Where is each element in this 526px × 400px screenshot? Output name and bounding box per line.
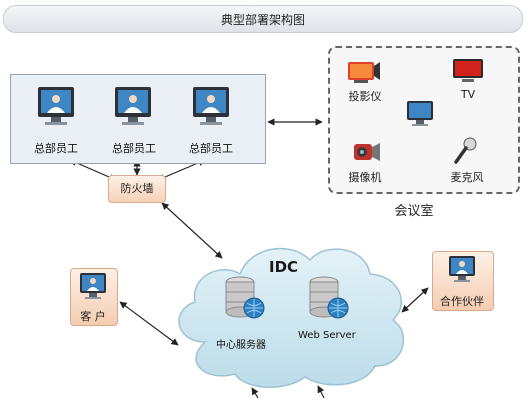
camera-label: 摄像机 bbox=[348, 171, 382, 184]
partner-monitor-icon bbox=[449, 256, 475, 282]
projector-icon bbox=[348, 62, 380, 83]
employee-monitor-icon-2 bbox=[115, 87, 151, 125]
central-server-label: 中心服务器 bbox=[216, 340, 266, 351]
employee-monitor-icon-3 bbox=[193, 87, 229, 125]
web-server-icon bbox=[309, 276, 349, 319]
conference-room-label: 会议室 bbox=[394, 204, 434, 219]
tv-label: TV bbox=[460, 88, 476, 101]
arrow-customer-idc bbox=[119, 301, 179, 346]
partner-label: 合作伙伴 bbox=[440, 295, 484, 308]
microphone-icon bbox=[454, 137, 477, 164]
employee-label-3: 总部员工 bbox=[189, 142, 233, 155]
customer-monitor-icon bbox=[80, 273, 106, 299]
arrow-firewall-idc bbox=[161, 202, 223, 259]
central-server-icon bbox=[225, 276, 265, 319]
employee-label-2: 总部员工 bbox=[112, 142, 156, 155]
camera-icon bbox=[354, 143, 380, 161]
microphone-label: 麦克风 bbox=[450, 171, 484, 184]
idc-cloud-shape bbox=[178, 247, 405, 388]
diagram-title: 典型部署架构图 bbox=[220, 13, 305, 27]
arrow-bottom-1 bbox=[251, 387, 259, 399]
arrow-bottom-2 bbox=[317, 385, 325, 399]
employee-label-1: 总部员工 bbox=[34, 142, 78, 155]
customer-label: 客 户 bbox=[80, 310, 106, 323]
hub-monitor-icon bbox=[407, 101, 433, 126]
employee-monitor-icon-1 bbox=[38, 87, 74, 125]
title-bar bbox=[3, 5, 523, 33]
tv-icon bbox=[453, 59, 483, 82]
arrow-partner-idc bbox=[401, 287, 429, 313]
idc-label: IDC bbox=[269, 258, 299, 276]
firewall-box: 防火墙 bbox=[108, 175, 166, 203]
projector-label: 投影仪 bbox=[348, 90, 382, 103]
web-server-label: Web Server bbox=[298, 330, 356, 341]
